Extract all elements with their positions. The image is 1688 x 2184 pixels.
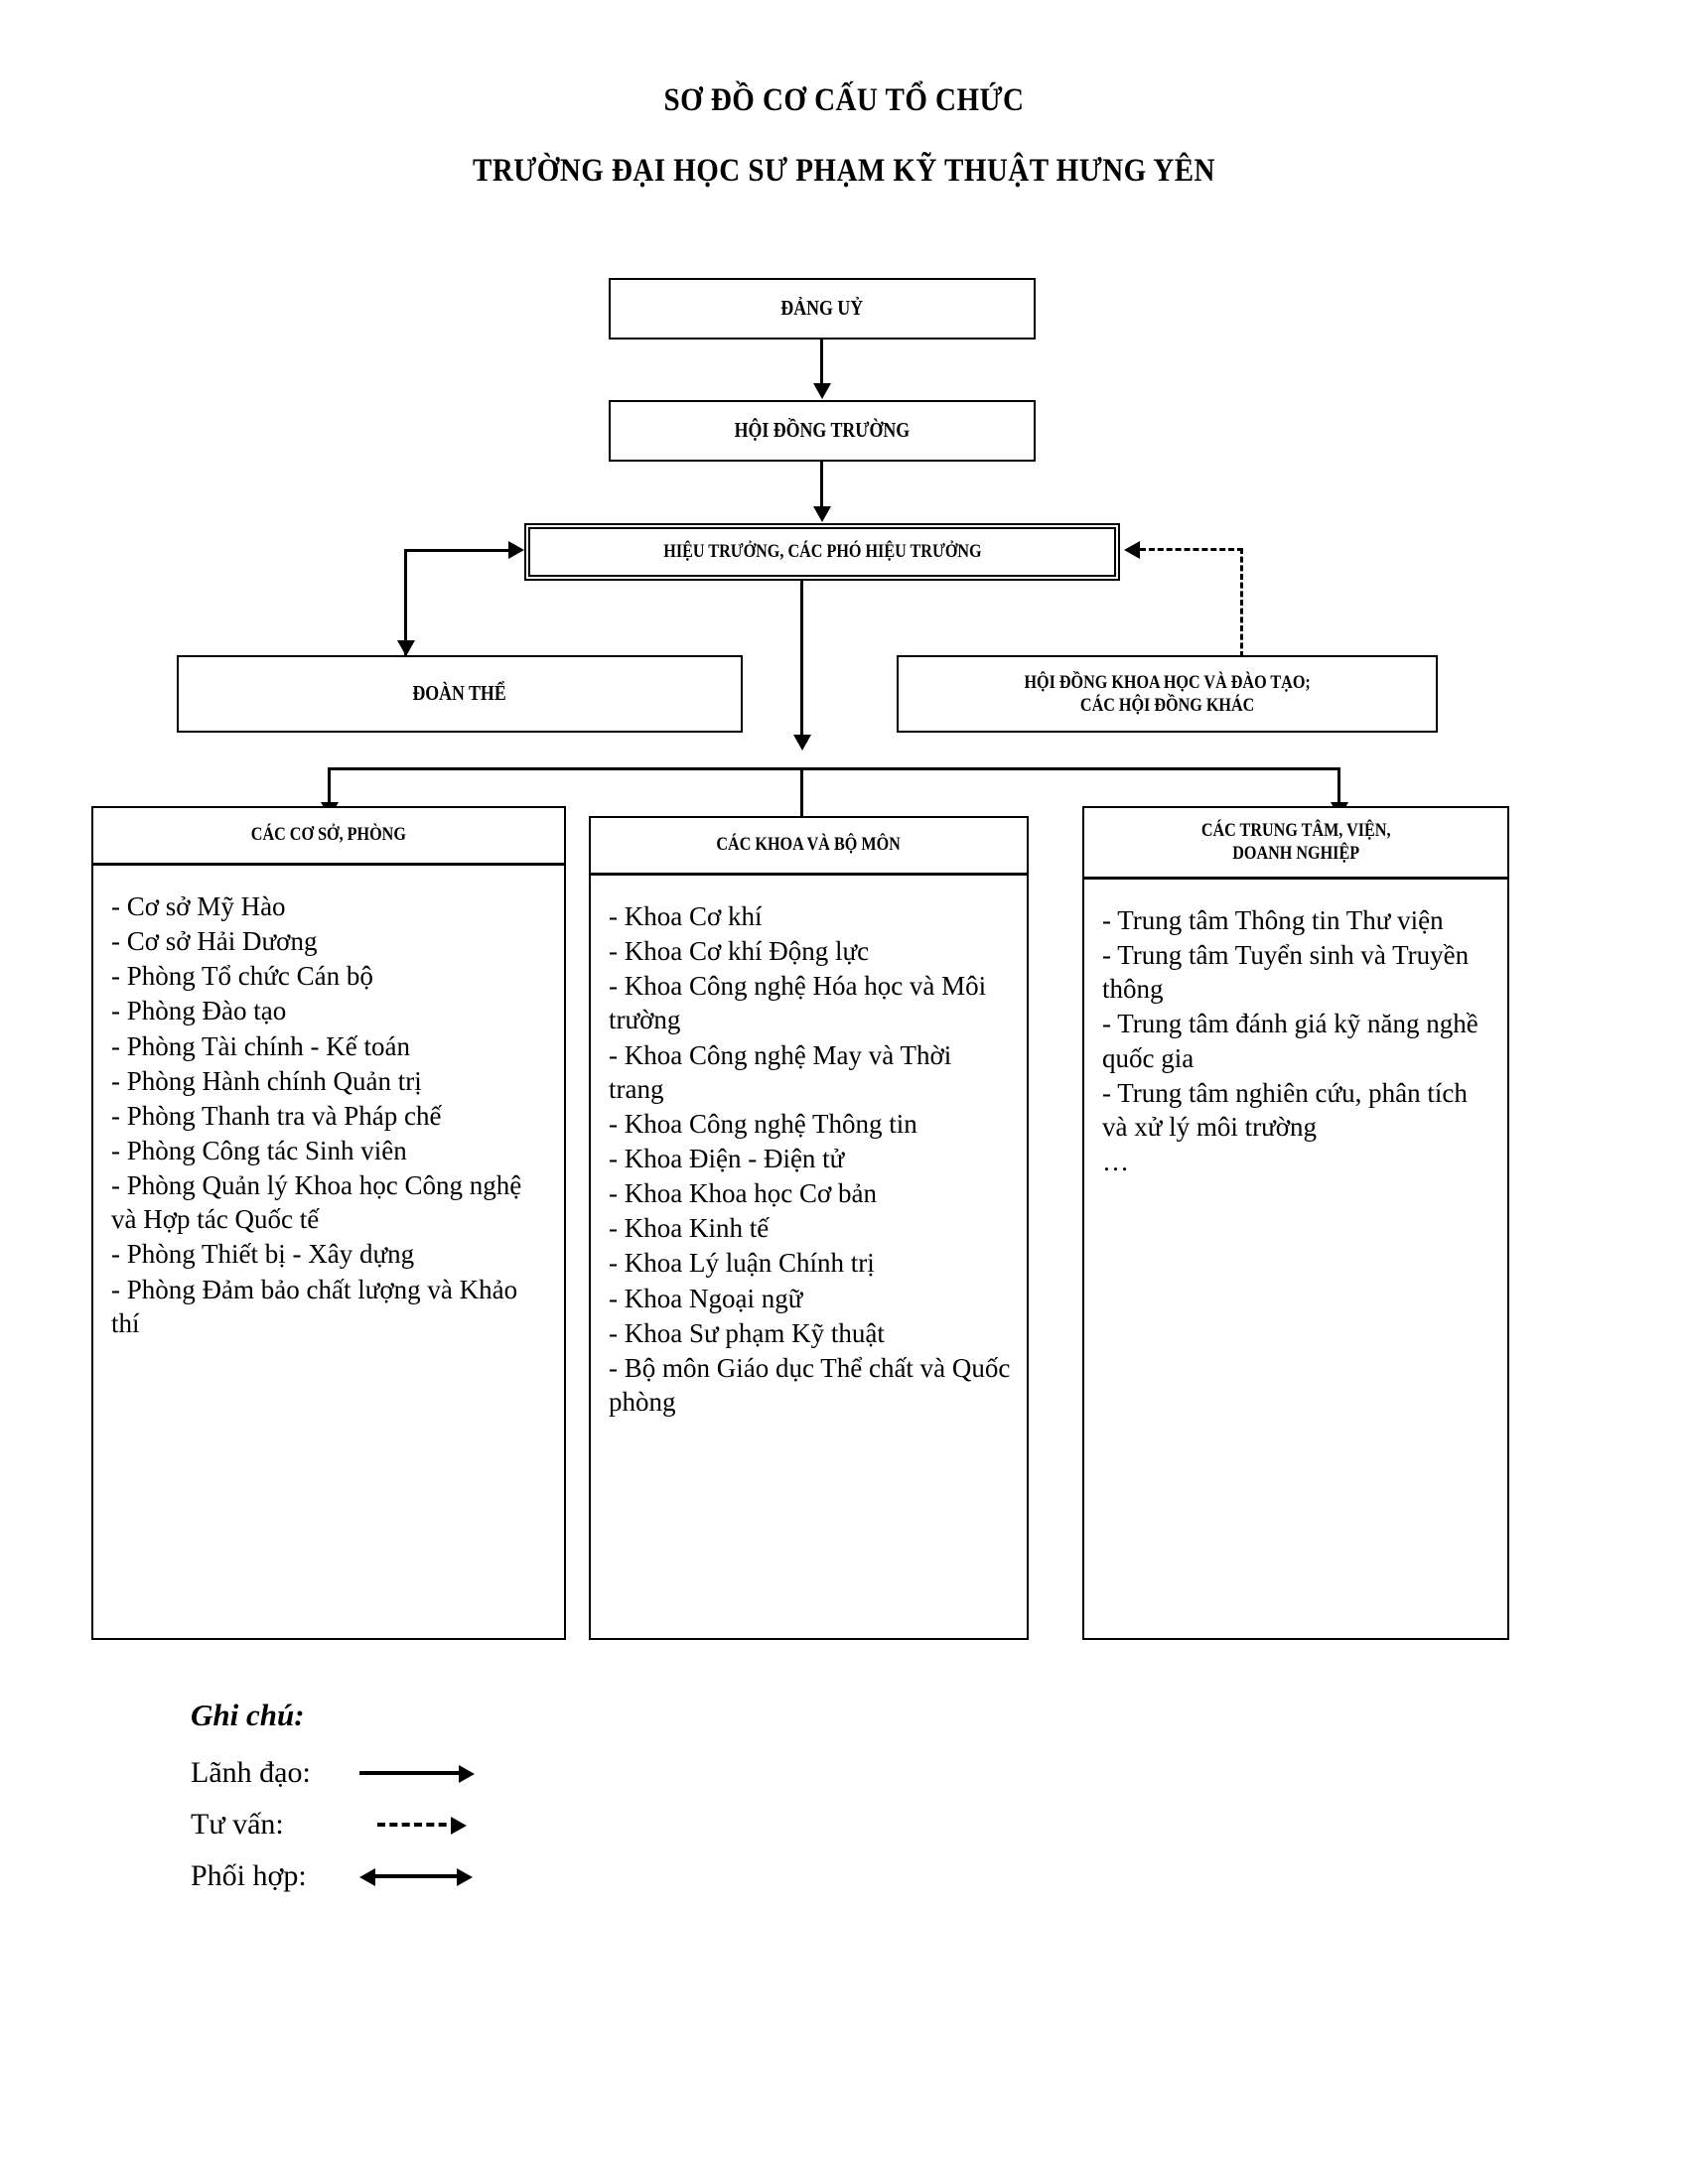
node-school-council-label: HỘI ĐỒNG TRƯỜNG — [734, 418, 911, 443]
list-item: - Khoa Cơ khí — [609, 901, 763, 931]
connector-bus-to-column-3 — [1337, 767, 1340, 807]
column-3-header: CÁC TRUNG TÂM, VIỆN, DOANH NGHIỆP — [1084, 808, 1507, 880]
connector-rector-to-bus — [800, 581, 803, 735]
list-item: - Phòng Công tác Sinh viên — [111, 1135, 407, 1165]
title-line-2: TRƯỜNG ĐẠI HỌC SƯ PHẠM KỸ THUẬT HƯNG YÊN — [473, 153, 1215, 189]
legend-row-coordination: Phối hợp: — [191, 1850, 489, 1902]
connector-council-to-rector — [820, 462, 823, 506]
double-arrow-icon — [359, 1861, 489, 1891]
legend: Ghi chú: Lãnh đạo: Tư vấn: Phối hợp: — [191, 1698, 489, 1902]
connector-bus-to-column-1 — [328, 767, 331, 807]
node-party-committee[interactable]: ĐẢNG UỶ — [609, 278, 1036, 340]
legend-label-advisory: Tư vấn: — [191, 1808, 284, 1841]
list-item: - Trung tâm đánh giá kỹ năng nghề quốc g… — [1102, 1009, 1478, 1073]
list-item: - Phòng Đào tạo — [111, 996, 287, 1026]
list-item: - Cơ sở Hải Dương — [111, 926, 318, 957]
column-faculties-departments[interactable]: CÁC KHOA VÀ BỘ MÔN - Khoa Cơ khí - Khoa … — [589, 816, 1029, 1640]
list-item: - Phòng Quản lý Khoa học Công nghệ và Hợ… — [111, 1170, 522, 1235]
arrowhead-council-to-rector — [813, 506, 831, 522]
column-2-body: - Khoa Cơ khí - Khoa Cơ khí Động lực - K… — [591, 876, 1027, 1430]
column-3-body: - Trung tâm Thông tin Thư viện - Trung t… — [1084, 880, 1507, 1189]
dashed-arrow-icon — [359, 1810, 489, 1840]
solid-arrow-icon — [359, 1758, 489, 1788]
connector-coord-horizontal — [404, 549, 508, 552]
list-item: - Phòng Tài chính - Kế toán — [111, 1030, 410, 1061]
node-unions[interactable]: ĐOÀN THỂ — [177, 655, 743, 733]
list-item: - Khoa Công nghệ Hóa học và Môi trường — [609, 971, 987, 1035]
legend-row-advisory: Tư vấn: — [191, 1799, 489, 1850]
connector-bus-to-column-2 — [800, 767, 803, 821]
arrowhead-advisory-to-rector — [1124, 541, 1140, 559]
column-facilities-offices[interactable]: CÁC CƠ SỞ, PHÒNG - Cơ sở Mỹ Hào - Cơ sở … — [91, 806, 566, 1640]
list-item: - Cơ sở Mỹ Hào — [111, 891, 286, 921]
connector-coord-vertical — [404, 549, 407, 655]
list-item: - Trung tâm Tuyển sinh và Truyền thông — [1102, 940, 1470, 1005]
list-item: - Khoa Ngoại ngữ — [609, 1283, 803, 1313]
node-rector-label: HIỆU TRƯỞNG, CÁC PHÓ HIỆU TRƯỞNG — [662, 541, 982, 563]
arrowhead-party-to-council — [813, 383, 831, 399]
list-item: - Trung tâm nghiên cứu, phân tích và xử … — [1102, 1077, 1468, 1142]
node-science-council[interactable]: HỘI ĐỒNG KHOA HỌC VÀ ĐÀO TẠO; CÁC HỘI ĐỒ… — [897, 655, 1438, 733]
node-unions-label: ĐOÀN THỂ — [412, 681, 507, 706]
arrowhead-coord-to-rector — [508, 541, 524, 559]
legend-label-leadership: Lãnh đạo: — [191, 1756, 311, 1789]
list-item: - Khoa Lý luận Chính trị — [609, 1248, 875, 1279]
list-item: - Trung tâm Thông tin Thư viện — [1102, 905, 1444, 935]
node-party-committee-label: ĐẢNG UỶ — [780, 296, 864, 321]
list-item: - Khoa Sư phạm Kỹ thuật — [609, 1317, 885, 1348]
connector-advisory-vertical — [1240, 548, 1243, 657]
node-school-council[interactable]: HỘI ĐỒNG TRƯỜNG — [609, 400, 1036, 462]
column-centers-institutes[interactable]: CÁC TRUNG TÂM, VIỆN, DOANH NGHIỆP - Trun… — [1082, 806, 1509, 1640]
arrowhead-rector-to-bus — [793, 735, 811, 751]
page-title: SƠ ĐỒ CƠ CẤU TỔ CHỨC TRƯỜNG ĐẠI HỌC SƯ P… — [0, 84, 1688, 188]
list-item: - Phòng Tổ chức Cán bộ — [111, 961, 373, 992]
legend-title: Ghi chú: — [191, 1698, 305, 1732]
list-item: - Bộ môn Giáo dục Thể chất và Quốc phòng — [609, 1352, 1011, 1417]
list-item: - Khoa Công nghệ May và Thời trang — [609, 1039, 952, 1104]
list-item: - Khoa Cơ khí Động lực — [609, 936, 870, 967]
column-3-header-text: CÁC TRUNG TÂM, VIỆN, DOANH NGHIỆP — [1200, 819, 1391, 864]
column-1-header: CÁC CƠ SỞ, PHÒNG — [93, 808, 564, 866]
list-item: - Khoa Điện - Điện tử — [609, 1143, 845, 1173]
distribution-bus — [328, 767, 1340, 770]
node-science-council-label: HỘI ĐỒNG KHOA HỌC VÀ ĐÀO TẠO; CÁC HỘI ĐỒ… — [1024, 671, 1311, 716]
list-item: … — [1102, 1146, 1129, 1176]
list-item: - Phòng Thanh tra và Pháp chế — [111, 1100, 442, 1131]
list-item: - Phòng Đảm bảo chất lượng và Khảo thí — [111, 1274, 518, 1338]
title-line-1: SƠ ĐỒ CƠ CẤU TỔ CHỨC — [663, 82, 1025, 118]
list-item: - Phòng Thiết bị - Xây dựng — [111, 1239, 415, 1270]
list-item: - Khoa Khoa học Cơ bản — [609, 1178, 877, 1209]
legend-label-coordination: Phối hợp: — [191, 1859, 307, 1892]
node-rector[interactable]: HIỆU TRƯỞNG, CÁC PHÓ HIỆU TRƯỞNG — [524, 523, 1120, 581]
list-item: - Khoa Công nghệ Thông tin — [609, 1108, 917, 1139]
column-1-header-text: CÁC CƠ SỞ, PHÒNG — [250, 824, 407, 846]
connector-advisory-horizontal — [1140, 548, 1243, 551]
column-1-body: - Cơ sở Mỹ Hào - Cơ sở Hải Dương - Phòng… — [93, 866, 564, 1351]
legend-row-leadership: Lãnh đạo: — [191, 1747, 489, 1799]
column-2-header: CÁC KHOA VÀ BỘ MÔN — [591, 818, 1027, 876]
list-item: - Khoa Kinh tế — [609, 1213, 770, 1244]
list-item: - Phòng Hành chính Quản trị — [111, 1065, 422, 1096]
column-2-header-text: CÁC KHOA VÀ BỘ MÔN — [716, 834, 902, 856]
connector-party-to-council — [820, 340, 823, 383]
arrowhead-coord-to-unions — [397, 640, 415, 656]
